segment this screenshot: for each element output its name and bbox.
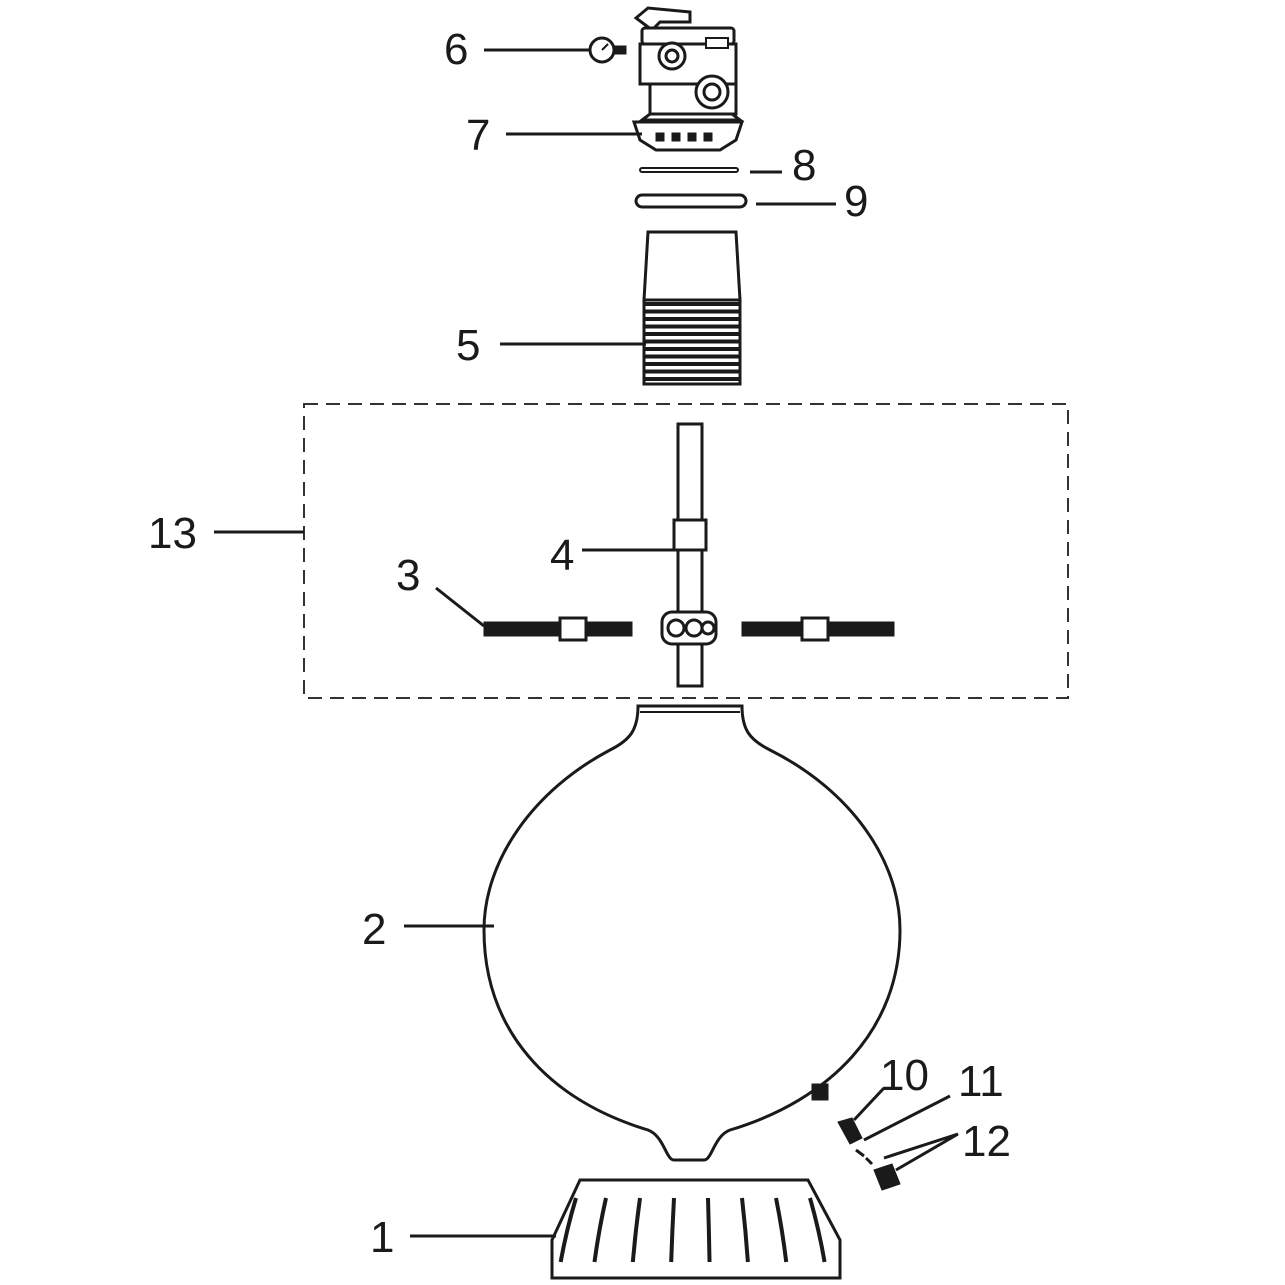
leader-3: [435, 586, 485, 628]
callout-12: 12: [962, 1117, 1011, 1166]
lateral-hub: [660, 610, 718, 646]
callout-7: 7: [466, 111, 490, 160]
valve-flange-clamp: [631, 120, 745, 152]
callout-4: 4: [550, 531, 574, 580]
base-rib: [630, 1197, 642, 1263]
drain-plug: [837, 1117, 863, 1145]
callout-5: 5: [456, 321, 480, 370]
callout-10: 10: [880, 1051, 929, 1100]
multiport-valve: [633, 6, 745, 122]
gasket: [634, 193, 748, 209]
threaded-adapter: [642, 230, 742, 386]
filter-base: [550, 1178, 842, 1280]
leader-10: [852, 1086, 886, 1122]
thread-band: [644, 362, 740, 366]
base-rib: [706, 1197, 712, 1263]
lateral-right: [741, 616, 895, 642]
thread-band: [644, 354, 740, 359]
center-pipe: [672, 422, 708, 688]
thread-band: [644, 369, 740, 374]
drain-fitting: [811, 1083, 829, 1101]
base-rib: [669, 1197, 676, 1263]
o-ring: [639, 167, 739, 173]
callout-11: 11: [958, 1057, 1004, 1106]
lateral-left: [483, 616, 633, 642]
callout-13: 13: [148, 509, 197, 558]
base-rib: [808, 1197, 827, 1263]
thread-band: [644, 377, 740, 381]
lateral-assembly-box: [303, 403, 1069, 699]
drain-cap: [864, 1156, 901, 1191]
leader-11: [863, 1094, 951, 1142]
base-rib: [558, 1197, 578, 1263]
filter-tank: [482, 704, 902, 1162]
pressure-gauge: [588, 36, 627, 64]
callout-3: 3: [396, 551, 420, 600]
callout-1: 1: [370, 1213, 394, 1262]
base-rib: [592, 1197, 608, 1263]
callout-2: 2: [362, 905, 386, 954]
callout-9: 9: [844, 177, 868, 226]
callout-8: 8: [792, 141, 816, 190]
callout-6: 6: [444, 25, 468, 74]
thread-band: [644, 317, 740, 321]
thread-band: [644, 302, 740, 306]
thread-band: [644, 332, 740, 336]
drain-o-ring: [855, 1148, 865, 1158]
thread-band: [644, 347, 740, 351]
leader-12: [883, 1132, 959, 1172]
thread-band: [644, 309, 740, 314]
base-rib: [740, 1197, 750, 1263]
base-rib: [774, 1197, 789, 1263]
thread-band: [644, 324, 740, 329]
thread-band: [644, 339, 740, 344]
